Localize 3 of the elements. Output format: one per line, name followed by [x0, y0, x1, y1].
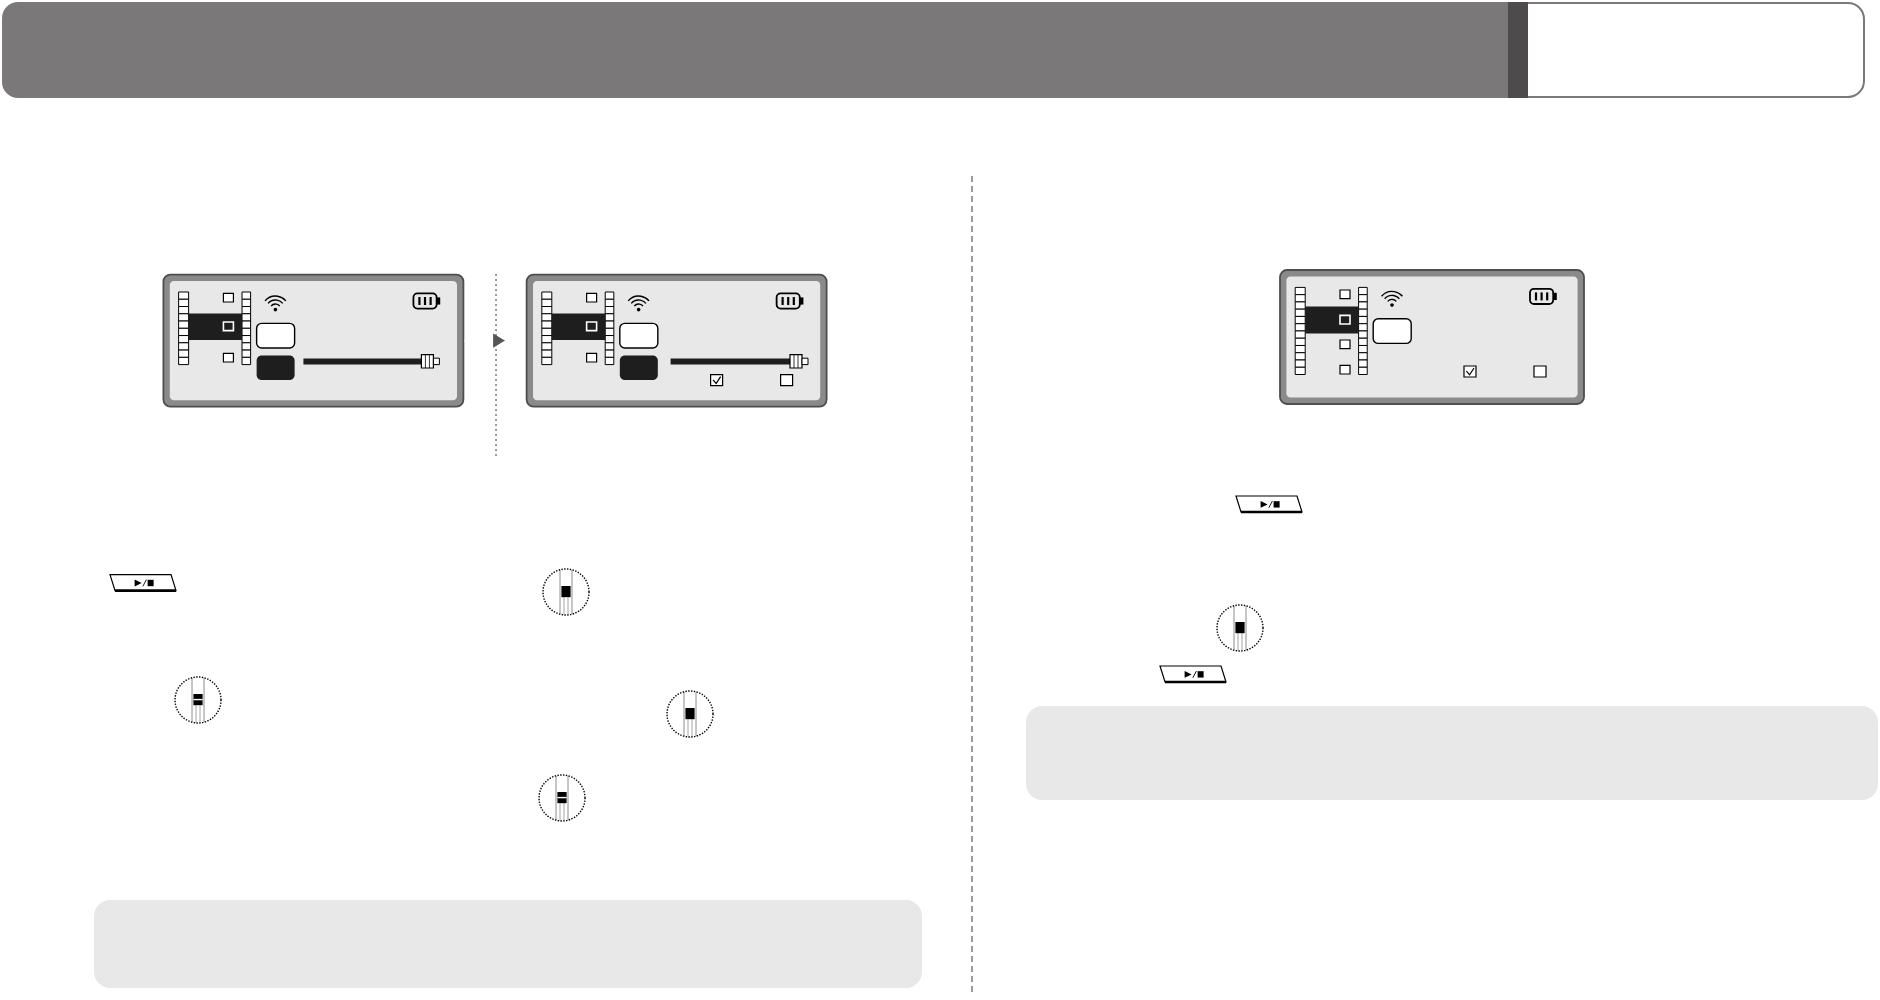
- lcd-screen: [525, 273, 828, 408]
- lcd-screen: [162, 273, 465, 408]
- lcd-screen: [1279, 269, 1585, 405]
